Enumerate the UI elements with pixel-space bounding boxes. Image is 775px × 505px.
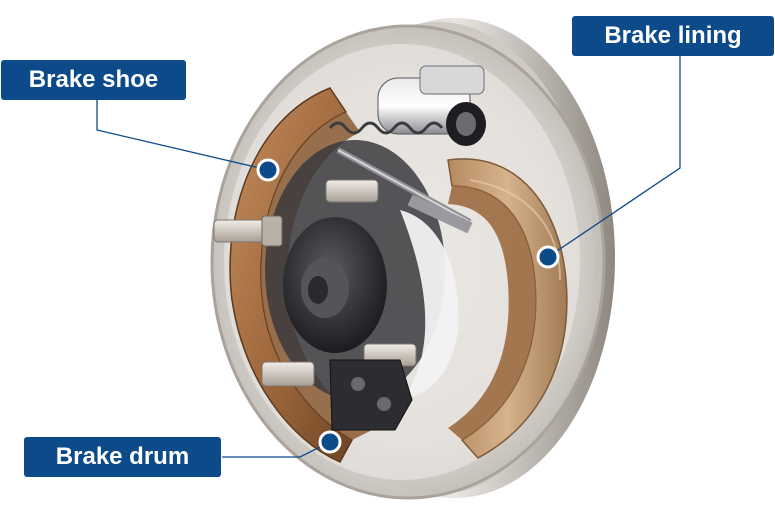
dot-brake-drum: [318, 430, 342, 454]
dot-brake-shoe: [256, 158, 280, 182]
hub-graphic: [265, 140, 459, 400]
wheel-cylinder-graphic: [377, 65, 486, 146]
brake-lining-label: Brake lining: [572, 16, 774, 56]
wheel-bolts-graphic: [213, 179, 417, 387]
brake-lining-graphic: [447, 158, 568, 459]
brake-shoe-label: Brake shoe: [1, 60, 186, 100]
leader-brake-lining: [547, 56, 681, 258]
anchor-block-graphic: [329, 359, 413, 431]
callout-dots: [256, 158, 560, 454]
brake-drum-label: Brake drum: [24, 437, 221, 477]
dot-brake-lining: [536, 245, 560, 269]
leader-brake-shoe: [96, 100, 269, 171]
